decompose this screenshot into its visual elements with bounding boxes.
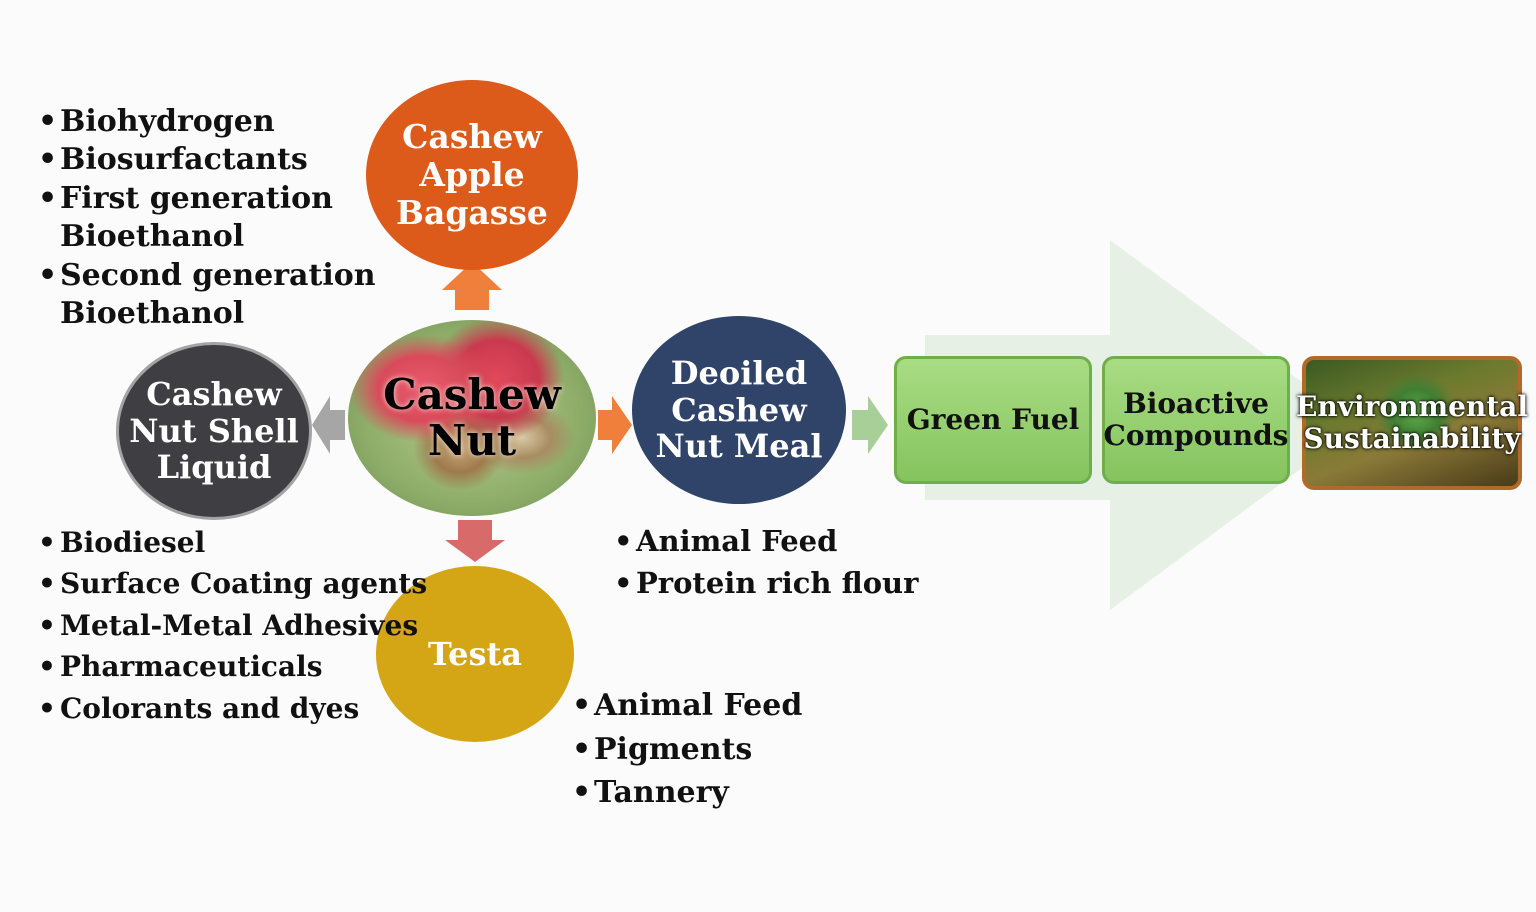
list-item: Animal Feed — [614, 520, 918, 562]
node-label: Deoiled — [670, 353, 808, 392]
list-item: Tannery — [572, 771, 802, 815]
apple-bagasse-uses-list: Biohydrogen Biosurfactants First generat… — [38, 103, 376, 333]
bioactive-compounds-box: Bioactive Compounds — [1102, 356, 1290, 484]
green-fuel-box: Green Fuel — [894, 356, 1092, 484]
list-item: Biohydrogen — [38, 103, 376, 142]
meal-uses-list: Animal Feed Protein rich flour — [614, 520, 918, 604]
node-label: Apple — [419, 155, 525, 195]
deoiled-meal-node: Deoiled Cashew Nut Meal — [632, 316, 846, 504]
center-label: Cashew — [383, 369, 561, 419]
arrow-left-grey — [312, 396, 345, 454]
list-text: First generation — [60, 180, 333, 216]
list-text: Bioethanol — [60, 219, 245, 255]
cashew-nut-center-node: Cashew Nut — [348, 320, 596, 516]
list-item: Pigments — [572, 728, 802, 772]
list-text: Bioethanol — [60, 295, 245, 331]
arrow-right-green — [852, 396, 888, 454]
node-label: Cashew — [671, 390, 807, 429]
arrow-up-orange — [442, 262, 502, 310]
list-text: Second generation — [60, 257, 376, 293]
center-label: Nut — [427, 416, 517, 465]
node-label: Liquid — [156, 448, 272, 487]
node-label: Cashew — [402, 117, 542, 157]
node-label: Cashew — [146, 374, 282, 413]
list-item: Biodiesel — [38, 522, 427, 564]
box-label: Bioactive — [1123, 386, 1269, 420]
list-item: Colorants and dyes — [38, 688, 427, 730]
box-label: Environmental — [1296, 389, 1528, 423]
cashew-apple-bagasse-node: Cashew Apple Bagasse — [366, 80, 578, 270]
node-label: Nut Shell — [129, 411, 299, 450]
testa-uses-list: Animal Feed Pigments Tannery — [572, 684, 802, 815]
box-label: Compounds — [1103, 419, 1289, 452]
environmental-sustainability-box: Environmental Sustainability — [1296, 356, 1528, 490]
arrow-right-orange — [598, 396, 632, 454]
list-item: Protein rich flour — [614, 562, 918, 604]
node-label: Nut Meal — [655, 427, 823, 466]
list-item: Animal Feed — [572, 684, 802, 728]
list-item: Pharmaceuticals — [38, 646, 427, 688]
box-label: Sustainability — [1303, 422, 1521, 455]
cnsl-node: Cashew Nut Shell Liquid — [116, 342, 312, 520]
list-item: Metal-Metal Adhesives — [38, 605, 427, 647]
node-label: Testa — [427, 634, 523, 673]
arrow-down-red — [445, 520, 505, 562]
box-label: Green Fuel — [906, 402, 1080, 436]
node-label: Bagasse — [396, 192, 548, 232]
cashew-fruit-image: Cashew Nut — [383, 369, 561, 465]
list-item: Surface Coating agents — [38, 563, 427, 605]
cnsl-uses-list: Biodiesel Surface Coating agents Metal-M… — [38, 522, 427, 730]
list-item: Biosurfactants — [38, 141, 376, 180]
